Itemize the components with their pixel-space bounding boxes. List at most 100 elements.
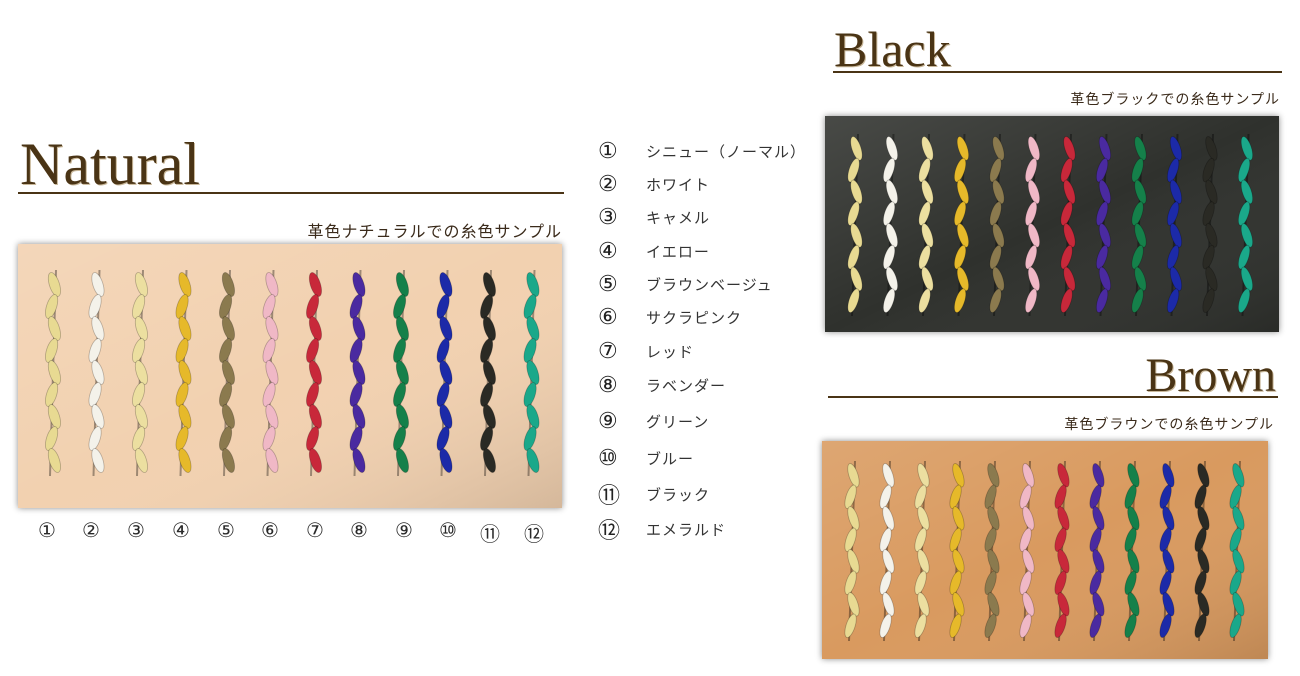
number-7: ⑦ [306,518,324,542]
black-thread-samples [825,116,1279,332]
legend-item: ⑪ ブラック [598,479,710,509]
legend-item: ⑨ グリーン [598,406,709,436]
thread-sample-11 [1194,460,1210,642]
thread-sample-5 [984,460,1000,642]
natural-leather-sample [18,244,562,508]
legend-number: ⑪ [598,484,621,509]
thread-sample-3 [132,269,148,477]
legend-number: ③ [598,204,618,230]
legend-item: ④ イエロー [598,236,710,266]
thread-sample-9 [393,269,409,477]
black-subtitle: 革色ブラックでの糸色サンプル [1070,91,1280,107]
thread-sample-8 [349,269,366,477]
legend-item: ⑤ ブラウンベージュ [598,269,773,299]
leather-shading [18,244,562,508]
thread-sample-6 [1024,133,1041,317]
thread-sample-4 [953,133,970,317]
black-leather-sample [825,116,1279,332]
legend-number: ⑩ [598,445,618,471]
thread-sample-7 [306,269,322,477]
legend-number: ⑤ [598,271,618,297]
thread-sample-8 [1095,133,1112,317]
black-title: Black [834,21,951,77]
number-11: ⑪ [480,522,500,546]
thread-sample-5 [219,269,235,477]
legend-color-name: ホワイト [646,176,711,194]
legend-number: ⑧ [598,372,618,398]
legend-color-name: ブラック [646,486,711,504]
number-5: ⑤ [217,518,235,542]
thread-sample-10 [436,269,453,477]
number-12: ⑫ [524,522,544,546]
natural-thread-samples [18,244,562,508]
brown-leather-sample [822,441,1268,659]
thread-sample-12 [523,269,540,477]
thread-sample-12 [1237,133,1254,317]
thread-sample-6 [262,269,279,477]
legend-number: ⑦ [598,338,618,364]
legend-color-name: サクラピンク [646,309,743,327]
brown-title: Brown [1145,349,1276,402]
legend-number: ⑨ [598,408,618,434]
natural-subtitle: 革色ナチュラルでの糸色サンプル [307,224,562,241]
legend-color-name: シニュー（ノーマル） [646,143,807,161]
legend-color-name: レッド [646,343,695,361]
thread-sample-10 [1166,133,1183,317]
legend-color-name: ブルー [646,450,695,468]
legend-color-name: キャメル [646,209,711,227]
legend-number: ② [598,171,618,197]
number-8: ⑧ [350,518,368,542]
leather-shading [822,441,1268,659]
legend-item: ① シニュー（ノーマル） [598,136,806,166]
legend-color-name: エメラルド [646,521,727,539]
thread-sample-1 [844,460,860,642]
legend-color-name: ブラウンベージュ [646,276,773,294]
thread-sample-2 [882,133,899,317]
legend-number: ① [598,138,618,164]
legend-item: ⑫ エメラルド [598,514,726,544]
number-4: ④ [172,518,190,542]
legend-color-name: イエロー [646,243,710,261]
thread-sample-11 [1202,133,1218,317]
legend-color-name: グリーン [646,413,710,431]
thread-sample-1 [847,133,863,317]
thread-sample-4 [175,269,192,477]
brown-thread-samples [822,441,1268,659]
thread-sample-9 [1131,133,1147,317]
legend-number: ④ [598,238,618,264]
brown-subtitle: 革色ブラウンでの糸色サンプル [1064,416,1274,432]
number-10: ⑩ [439,518,457,542]
thread-sample-3 [914,460,930,642]
thread-sample-4 [949,460,965,642]
thread-sample-10 [1159,460,1175,642]
legend-number: ⑥ [598,304,618,330]
legend-color-name: ラベンダー [646,377,727,395]
thread-sample-12 [1229,460,1245,642]
number-3: ③ [127,518,145,542]
legend-item: ② ホワイト [598,169,710,199]
thread-sample-2 [88,269,105,477]
thread-sample-8 [1089,460,1105,642]
leather-shading [825,116,1279,332]
legend-item: ⑧ ラベンダー [598,370,726,400]
legend-number: ⑫ [598,519,621,544]
legend-item: ⑩ ブルー [598,443,694,473]
number-6: ⑥ [261,518,279,542]
natural-number-row: ① ② ③ ④ ⑤ ⑥ ⑦ ⑧ ⑨ ⑩ ⑪ ⑫ [0,518,600,548]
thread-sample-1 [45,269,61,477]
legend-item: ⑥ サクラピンク [598,302,742,332]
thread-sample-6 [1019,460,1035,642]
thread-sample-7 [1054,460,1070,642]
thread-sample-7 [1060,133,1076,317]
legend-item: ③ キャメル [598,202,710,232]
thread-sample-2 [879,460,895,642]
brown-title-rule [828,396,1278,398]
number-2: ② [82,518,100,542]
number-1: ① [38,518,56,542]
thread-sample-9 [1124,460,1140,642]
thread-sample-3 [918,133,934,317]
number-9: ⑨ [395,518,413,542]
thread-sample-11 [480,269,496,477]
natural-title-rule [18,192,564,194]
natural-title: Natural [20,131,200,197]
